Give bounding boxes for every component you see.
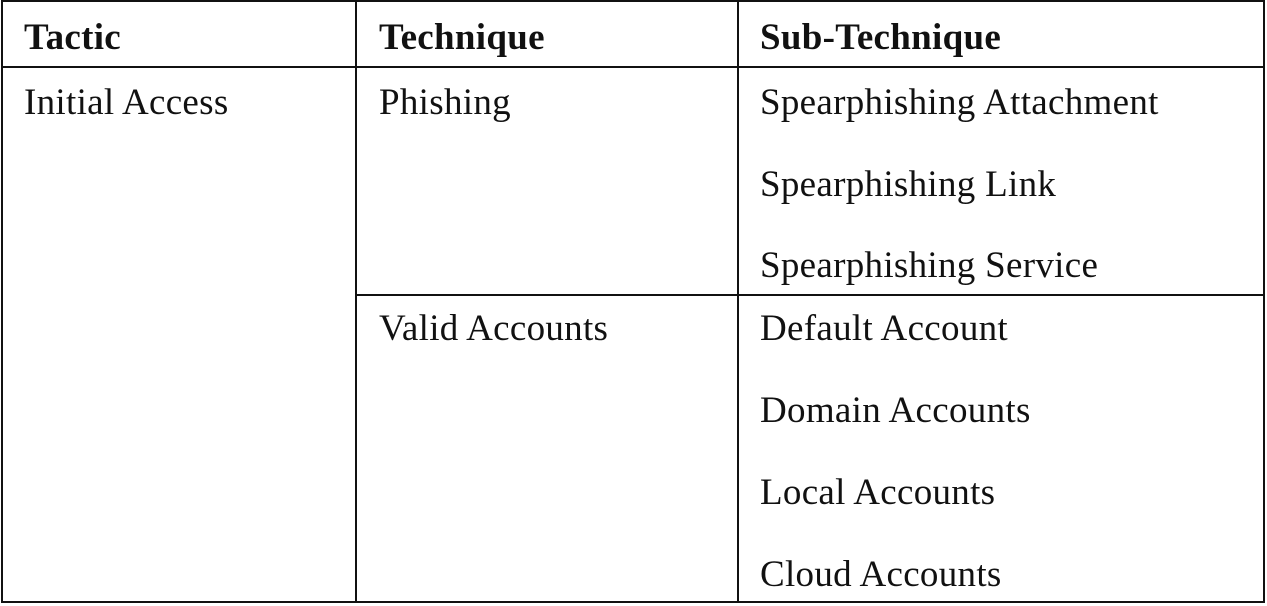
header-sub-technique: Sub-Technique xyxy=(760,17,1002,58)
header-divider xyxy=(1,66,1265,68)
row-divider xyxy=(355,294,1265,296)
header-technique: Technique xyxy=(379,17,545,58)
column-divider xyxy=(355,0,357,603)
sub-technique-cell: Spearphishing Attachment xyxy=(760,82,1159,123)
sub-technique-cell: Local Accounts xyxy=(760,472,996,513)
sub-technique-cell: Domain Accounts xyxy=(760,390,1031,431)
column-divider xyxy=(737,0,739,603)
header-tactic: Tactic xyxy=(24,17,122,58)
tactic-cell: Initial Access xyxy=(24,82,229,123)
sub-technique-cell: Cloud Accounts xyxy=(760,554,1002,595)
technique-cell: Valid Accounts xyxy=(379,308,609,349)
sub-technique-cell: Spearphishing Service xyxy=(760,245,1099,286)
technique-cell: Phishing xyxy=(379,82,511,123)
sub-technique-cell: Spearphishing Link xyxy=(760,164,1057,205)
sub-technique-cell: Default Account xyxy=(760,308,1008,349)
